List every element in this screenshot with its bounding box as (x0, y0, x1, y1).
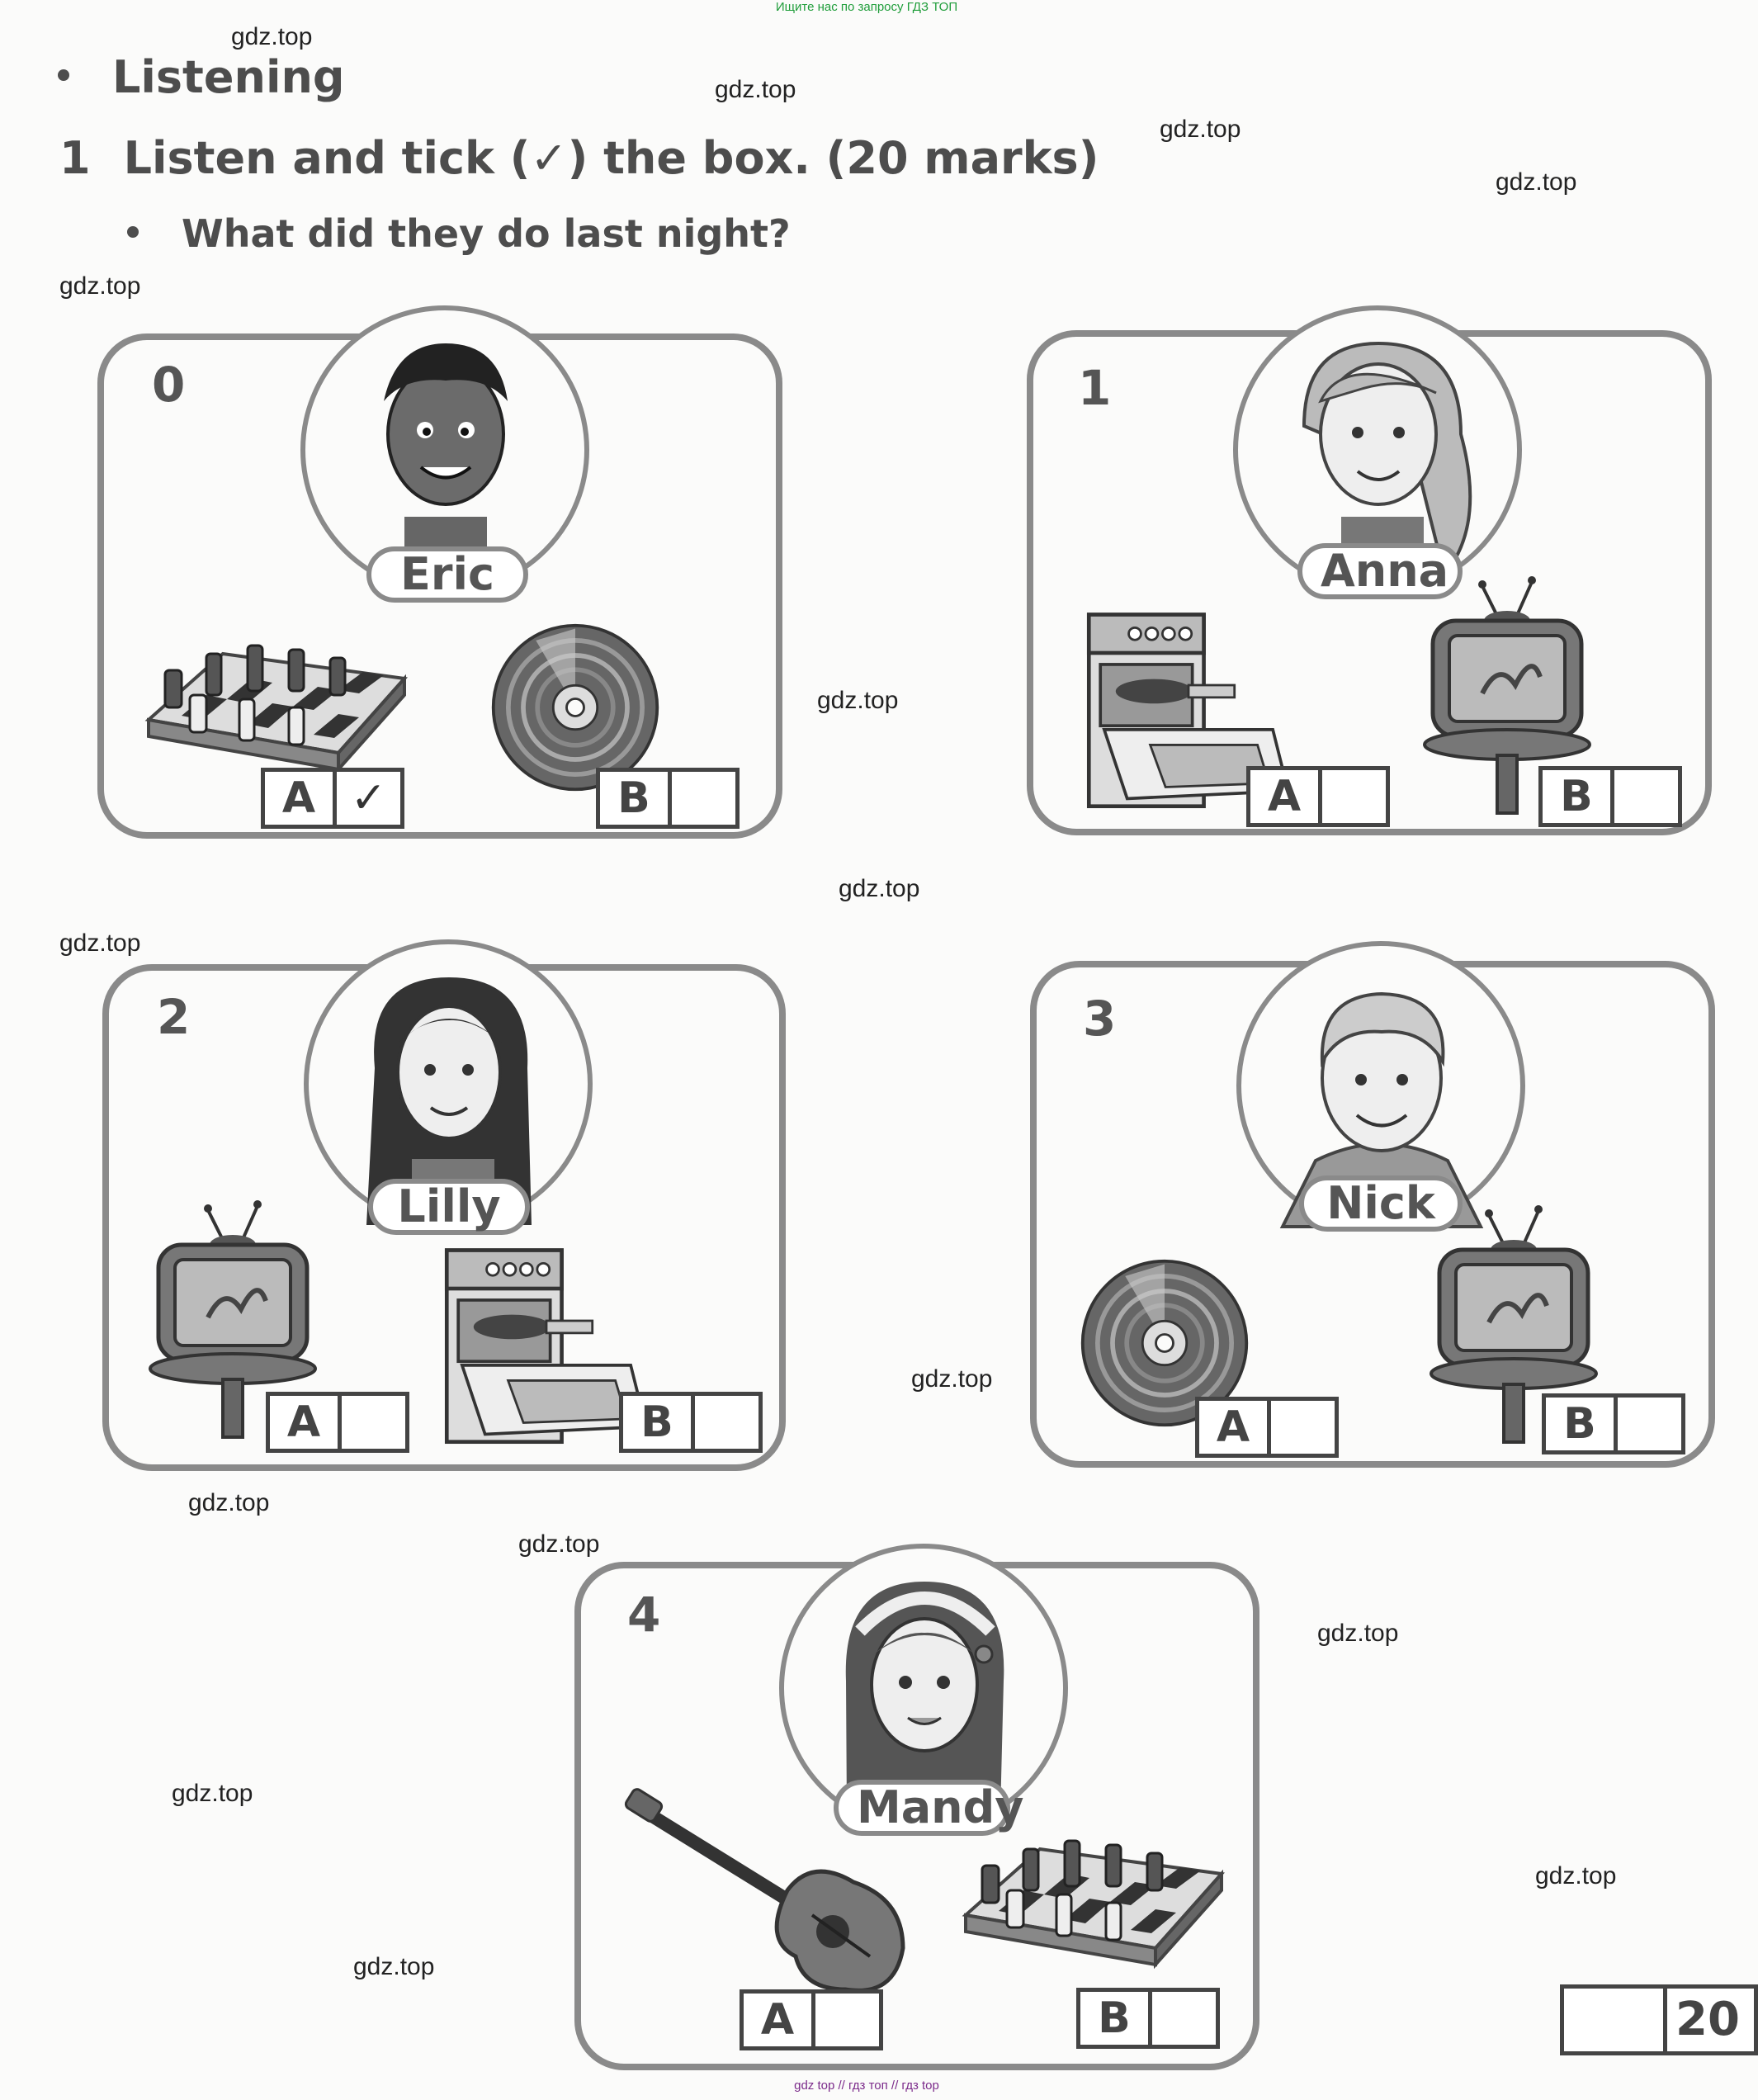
option-label: B (1080, 1992, 1152, 2045)
watermark: gdz.top (231, 23, 313, 50)
top-banner: Ищите нас по запросу ГДЗ ТОП (775, 0, 958, 14)
bullet-icon (127, 225, 139, 238)
watermark: gdz.top (188, 1489, 270, 1516)
boy-avatar (1236, 941, 1525, 1230)
option-label: A (1199, 1401, 1271, 1454)
name-label: Nick (1299, 1175, 1463, 1232)
watermark: gdz.top (839, 875, 920, 902)
score-input-cell[interactable] (1564, 1989, 1667, 2051)
watermark: gdz.top (817, 687, 899, 714)
option-a-checkbox[interactable]: A ✓ (261, 768, 404, 829)
watermark: gdz.top (1496, 168, 1577, 196)
score-total: 20 (1675, 1993, 1740, 2046)
option-a-checkbox[interactable]: A (740, 1989, 883, 2050)
watermark: gdz.top (1317, 1620, 1399, 1647)
option-label: B (1546, 1398, 1618, 1450)
bottom-banner: gdz top // гдз топ // гдз top (794, 2079, 939, 2093)
tick-mark (342, 1396, 405, 1449)
panel-number: 1 (1078, 360, 1112, 416)
chess-board-icon (132, 621, 413, 786)
tick-mark (815, 1994, 879, 2046)
tick-mark (672, 772, 735, 825)
option-a-checkbox[interactable]: A (1195, 1397, 1339, 1458)
name-label: Anna (1297, 543, 1463, 599)
tick-mark (1322, 770, 1386, 823)
option-label: B (623, 1396, 695, 1449)
option-label: B (1543, 770, 1614, 823)
section-heading: Listening (58, 51, 345, 103)
option-label: A (265, 772, 337, 825)
option-label: A (270, 1396, 342, 1449)
boy-avatar (300, 305, 589, 599)
watermark: gdz.top (518, 1530, 600, 1558)
panel-number: 4 (627, 1587, 661, 1643)
option-b-checkbox[interactable]: B (1076, 1988, 1220, 2049)
name-label: Eric (366, 546, 528, 603)
tick-mark (695, 1396, 758, 1449)
option-b-checkbox[interactable]: B (596, 768, 740, 829)
watermark: gdz.top (1535, 1862, 1617, 1890)
name-label: Lilly (368, 1179, 530, 1235)
tick-mark (1152, 1992, 1216, 2045)
task-text: Listen and tick (✓) the box. (20 marks) (123, 132, 1099, 184)
watermark: gdz.top (715, 76, 796, 103)
bullet-icon (58, 69, 69, 82)
option-a-checkbox[interactable]: A (1246, 766, 1390, 827)
watermark: gdz.top (911, 1365, 993, 1393)
chess-board-icon (949, 1816, 1230, 1981)
option-label: B (600, 772, 672, 825)
task-heading: 1 Listen and tick (✓) the box. (20 marks) (59, 132, 1099, 184)
task-number: 1 (59, 132, 91, 184)
tick-mark (1618, 1398, 1681, 1450)
option-b-checkbox[interactable]: B (1538, 766, 1682, 827)
tick-mark: ✓ (350, 773, 387, 823)
option-b-checkbox[interactable]: B (619, 1392, 763, 1453)
option-label: A (1250, 770, 1322, 823)
girl-avatar (1233, 305, 1522, 599)
panel-number: 0 (152, 357, 186, 413)
option-b-checkbox[interactable]: B (1542, 1393, 1685, 1454)
tick-mark (1271, 1401, 1335, 1454)
name-label: Mandy (834, 1780, 1023, 1836)
watermark: gdz.top (172, 1780, 253, 1807)
watermark: gdz.top (1160, 116, 1241, 143)
option-label: A (744, 1994, 815, 2046)
score-box[interactable]: 20 (1560, 1984, 1758, 2055)
question-heading: What did they do last night? (127, 211, 791, 256)
watermark: gdz.top (59, 272, 141, 300)
panel-number: 2 (157, 989, 191, 1045)
panel-number: 3 (1083, 991, 1117, 1047)
watermark: gdz.top (353, 1953, 435, 1980)
option-a-checkbox[interactable]: A (266, 1392, 409, 1453)
tick-mark (1614, 770, 1678, 823)
watermark: gdz.top (59, 929, 141, 957)
